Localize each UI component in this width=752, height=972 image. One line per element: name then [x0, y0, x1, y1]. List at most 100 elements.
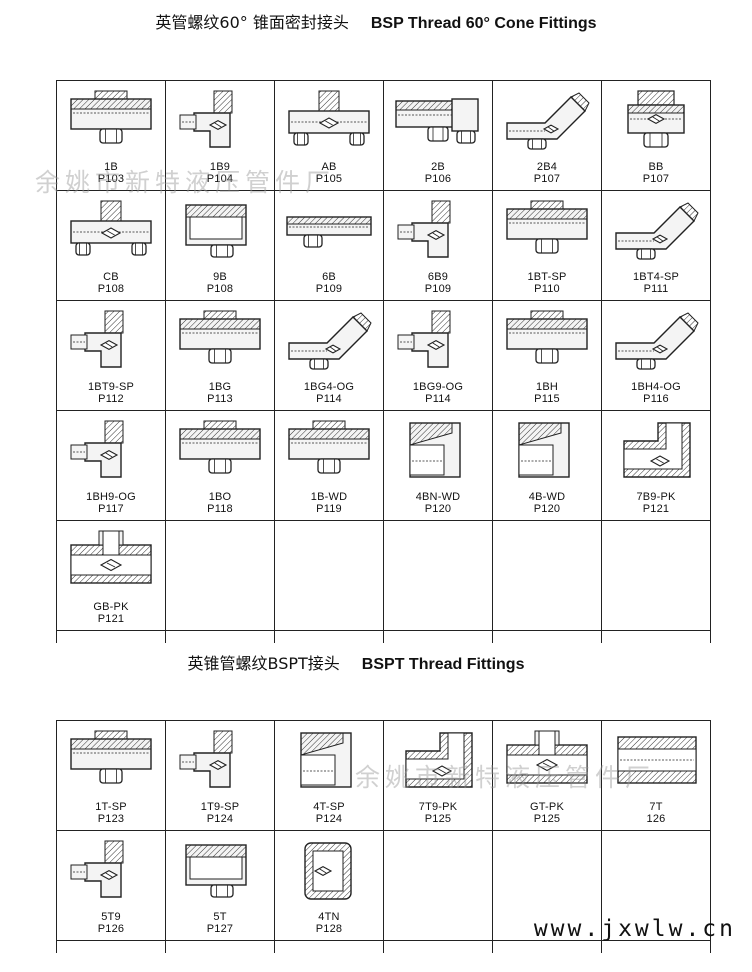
fitting-code: 1T-SP: [95, 801, 127, 813]
fitting-code: 7B9-PK: [636, 491, 676, 503]
fitting-code: CB: [103, 271, 119, 283]
fitting-page: P127: [206, 923, 234, 935]
fitting-page: P110: [534, 283, 560, 295]
fitting-page: P104: [206, 173, 234, 185]
fitting-code: 1BO: [208, 491, 232, 503]
fitting-drawing-elbow45: [506, 92, 590, 150]
fitting-code: 2B: [431, 161, 445, 173]
fitting-page: P108: [206, 283, 234, 295]
grid-stub: [166, 941, 275, 953]
fitting-page: P107: [533, 173, 561, 185]
fitting-drawing-cap: [409, 422, 461, 478]
fitting-code: 1BG4-OG: [303, 381, 355, 393]
fitting-page: P115: [534, 393, 560, 405]
fitting-cell: [275, 521, 384, 631]
fitting-page: P116: [643, 393, 669, 405]
fitting-drawing-straight: [70, 730, 152, 784]
fitting-page: P107: [642, 173, 670, 185]
fitting-drawing-bulkhead: [627, 90, 685, 148]
fitting-page: P120: [424, 503, 452, 515]
fitting-drawing-long: [286, 216, 372, 248]
fitting-cell: [602, 831, 711, 941]
fitting-drawing-cap: [300, 732, 352, 788]
fitting-page: P108: [97, 283, 125, 295]
fitting-code: 1BH4-OG: [631, 381, 681, 393]
grid-stub: [275, 631, 384, 643]
fitting-drawing-elbow-female: [623, 422, 691, 478]
fitting-drawing-tee: [288, 90, 370, 146]
fitting-page: P126: [97, 923, 125, 935]
fitting-code: 1BG: [208, 381, 232, 393]
fitting-cell: [384, 831, 493, 941]
fitting-drawing-elbow: [70, 420, 124, 478]
fitting-code: 7T: [649, 801, 663, 813]
fitting-code: 1BT-SP: [527, 271, 567, 283]
fitting-code: 2B4: [536, 161, 558, 173]
fitting-code: 1B9: [209, 161, 231, 173]
fitting-drawing-tee-female: [70, 530, 152, 584]
fitting-drawing-elbow45: [288, 312, 372, 370]
fitting-drawing-elbow-female: [405, 732, 473, 788]
fitting-drawing-straight: [288, 420, 370, 474]
fitting-code: 1BH9-OG: [86, 491, 136, 503]
fitting-drawing-elbow: [397, 200, 451, 258]
grid-stub: [493, 631, 602, 643]
fitting-drawing-elbow45: [615, 202, 699, 260]
fitting-drawing-plug: [185, 844, 247, 898]
fitting-drawing-elbow: [179, 90, 233, 148]
grid-stub: [602, 941, 711, 953]
fitting-drawing-elbow: [70, 840, 124, 898]
fitting-page: P111: [643, 283, 669, 295]
grid-stub: [275, 941, 384, 953]
fitting-page: P124: [206, 813, 234, 825]
grid-stub: [602, 631, 711, 643]
fitting-code: 5T9: [101, 911, 121, 923]
fitting-page: 126: [646, 813, 666, 825]
fitting-drawing-straight: [70, 90, 152, 144]
fitting-cell: [384, 521, 493, 631]
fitting-drawing-cap: [518, 422, 570, 478]
fitting-drawing-straight-nut: [395, 98, 479, 144]
fitting-code: BB: [648, 161, 664, 173]
section2-title-en: BSPT Thread Fittings: [361, 656, 525, 673]
fitting-drawing-straight: [179, 420, 261, 474]
fitting-page: P128: [315, 923, 343, 935]
fitting-page: P113: [207, 393, 233, 405]
fitting-page: P114: [425, 393, 451, 405]
fitting-code: 7T9-PK: [418, 801, 458, 813]
fitting-drawing-cap-female: [304, 842, 352, 900]
section2-title-cn: 英锥管螺纹BSPT接头: [187, 654, 340, 673]
fitting-code: 5T: [213, 911, 227, 923]
fitting-drawing-tee-female: [506, 730, 588, 784]
fitting-page: P120: [533, 503, 561, 515]
grid-stub: [166, 631, 275, 643]
site-url: www.jxwlw.cn: [533, 916, 736, 942]
fitting-cell: [166, 521, 275, 631]
fitting-code: 4TN: [318, 911, 340, 923]
fitting-page: P125: [533, 813, 561, 825]
fitting-page: P118: [207, 503, 233, 515]
fitting-code: 1BT4-SP: [632, 271, 680, 283]
fitting-page: P103: [97, 173, 125, 185]
fitting-page: P112: [98, 393, 124, 405]
fitting-page: P106: [424, 173, 452, 185]
fitting-page: P121: [97, 613, 125, 625]
fitting-code: AB: [321, 161, 337, 173]
grid-stub: [384, 631, 493, 643]
